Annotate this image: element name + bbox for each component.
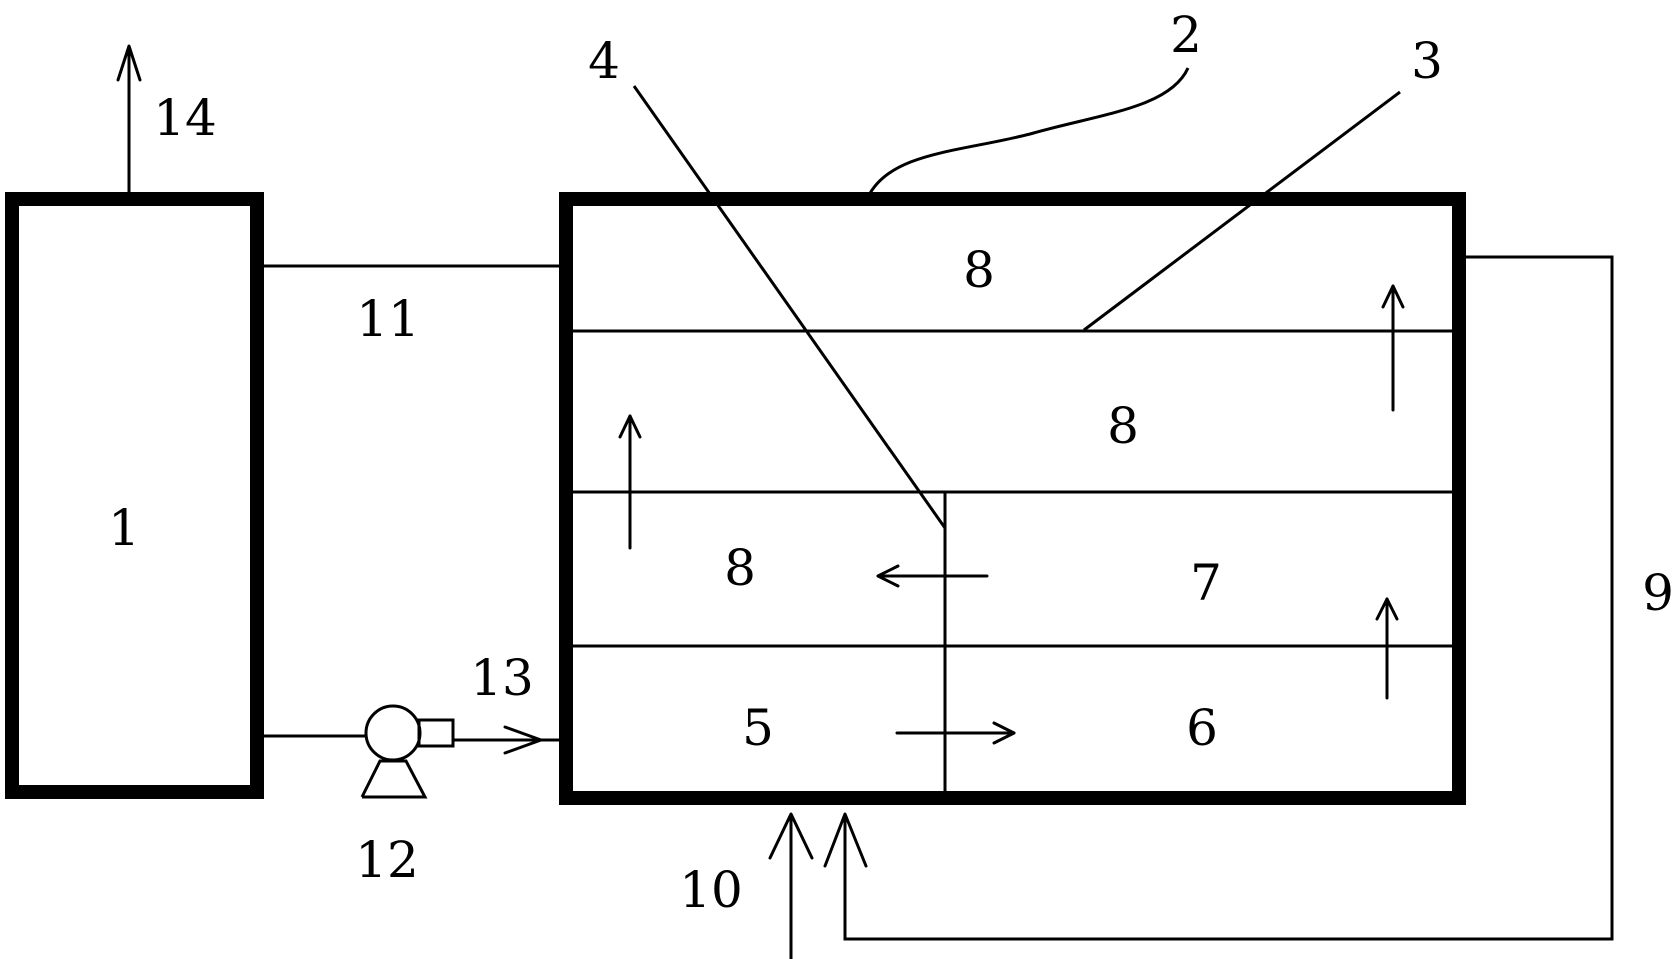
leader-line-baffle-4 — [632, 85, 947, 529]
label-reactor-wall-2: 2 — [1170, 6, 1202, 64]
label-zone-8-middle: 8 — [1107, 397, 1139, 455]
label-outlet-14: 14 — [153, 89, 217, 147]
leader-line-reactor-2 — [866, 67, 1190, 198]
label-zone-5: 5 — [742, 699, 774, 757]
flow-arrow-up-zone6 — [1375, 597, 1399, 700]
flow-arrow-up-zone8-right — [1381, 284, 1405, 412]
label-return-pipe-9: 9 — [1642, 564, 1674, 622]
label-connecting-pipe-11: 11 — [356, 290, 420, 348]
label-partition-3: 3 — [1411, 32, 1443, 90]
label-feed-pipe-13: 13 — [470, 649, 534, 707]
tank-1-box — [5, 192, 264, 799]
flow-arrow-left-zone7 — [876, 564, 989, 588]
inlet-10-arrow — [768, 812, 814, 959]
label-tank-1: 1 — [108, 499, 140, 557]
reactor-outer-wall — [559, 192, 1466, 805]
label-zone-8-top: 8 — [963, 241, 995, 299]
label-zone-8-left: 8 — [724, 539, 756, 597]
label-zone-7: 7 — [1190, 554, 1222, 612]
outlet-14-arrow — [116, 44, 142, 199]
label-inlet-10: 10 — [679, 861, 743, 919]
flow-arrow-up-zone8-left — [618, 414, 642, 550]
pump-12-icon — [264, 704, 559, 799]
label-baffle-4: 4 — [588, 32, 620, 90]
flow-arrow-right-zone5 — [895, 721, 1016, 745]
leader-line-partition-3 — [1083, 90, 1401, 332]
label-pump-12: 12 — [355, 831, 419, 889]
return-pipe-9 — [823, 255, 1614, 941]
label-zone-6: 6 — [1186, 699, 1218, 757]
